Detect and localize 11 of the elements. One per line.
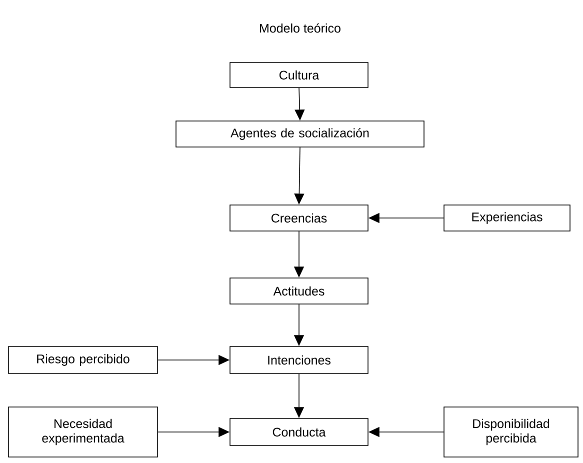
concept-box: Actitudes — [230, 278, 368, 304]
concept-box: Disponibilidad percibida — [444, 406, 578, 458]
concept-box: Experiencias — [444, 204, 570, 232]
concept-box: Conducta — [230, 418, 368, 446]
concept-box: Agentes de socialización — [176, 120, 424, 148]
concept-box: Riesgo percibido — [8, 346, 158, 374]
concept-box: Cultura — [230, 62, 368, 88]
title: Modelo teórico — [260, 23, 340, 33]
concept-box: Intenciones — [230, 346, 368, 374]
concept-box: Creencias — [230, 204, 368, 232]
concept-box: Necesidad experimentada — [8, 406, 158, 458]
